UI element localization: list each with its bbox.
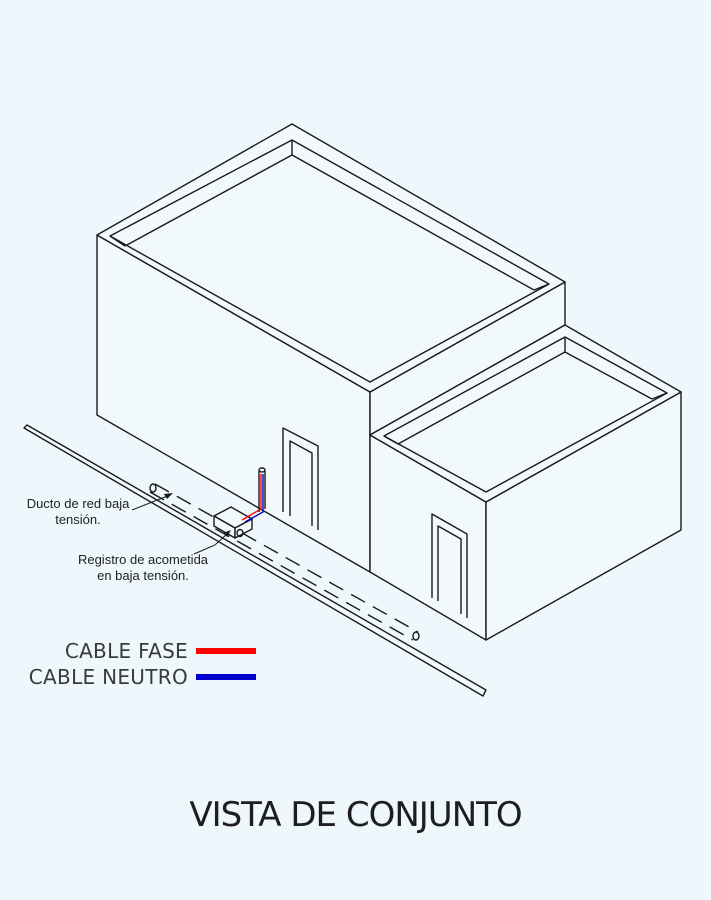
curb: [23, 424, 487, 697]
tall-building: [96, 123, 566, 573]
tall-building-door: [282, 427, 319, 530]
cable-fase-line: [241, 474, 262, 521]
ducto-label: Ducto de red baja tensión.: [26, 496, 130, 527]
low-building-door: [431, 513, 468, 618]
page-title: VISTA DE CONJUNTO: [189, 795, 522, 835]
vertical-conduit: [258, 467, 266, 512]
registro-label: Registro de acometida en baja tensión.: [77, 552, 209, 583]
tall-building-roof-top: [96, 123, 566, 393]
legend-fase-label: CABLE FASE: [64, 639, 188, 663]
registro-box: [213, 506, 253, 539]
legend-neutro-label: CABLE NEUTRO: [28, 665, 188, 689]
low-building: [369, 324, 682, 641]
low-building-roof-top: [369, 324, 682, 503]
legend-fase-swatch: [196, 648, 256, 654]
cable-neutro-line: [244, 474, 264, 523]
registro-leader: [193, 532, 229, 555]
legend-neutro-swatch: [196, 674, 256, 680]
ducto-leader: [131, 494, 171, 511]
duct-red-baja-tension: [149, 483, 419, 641]
